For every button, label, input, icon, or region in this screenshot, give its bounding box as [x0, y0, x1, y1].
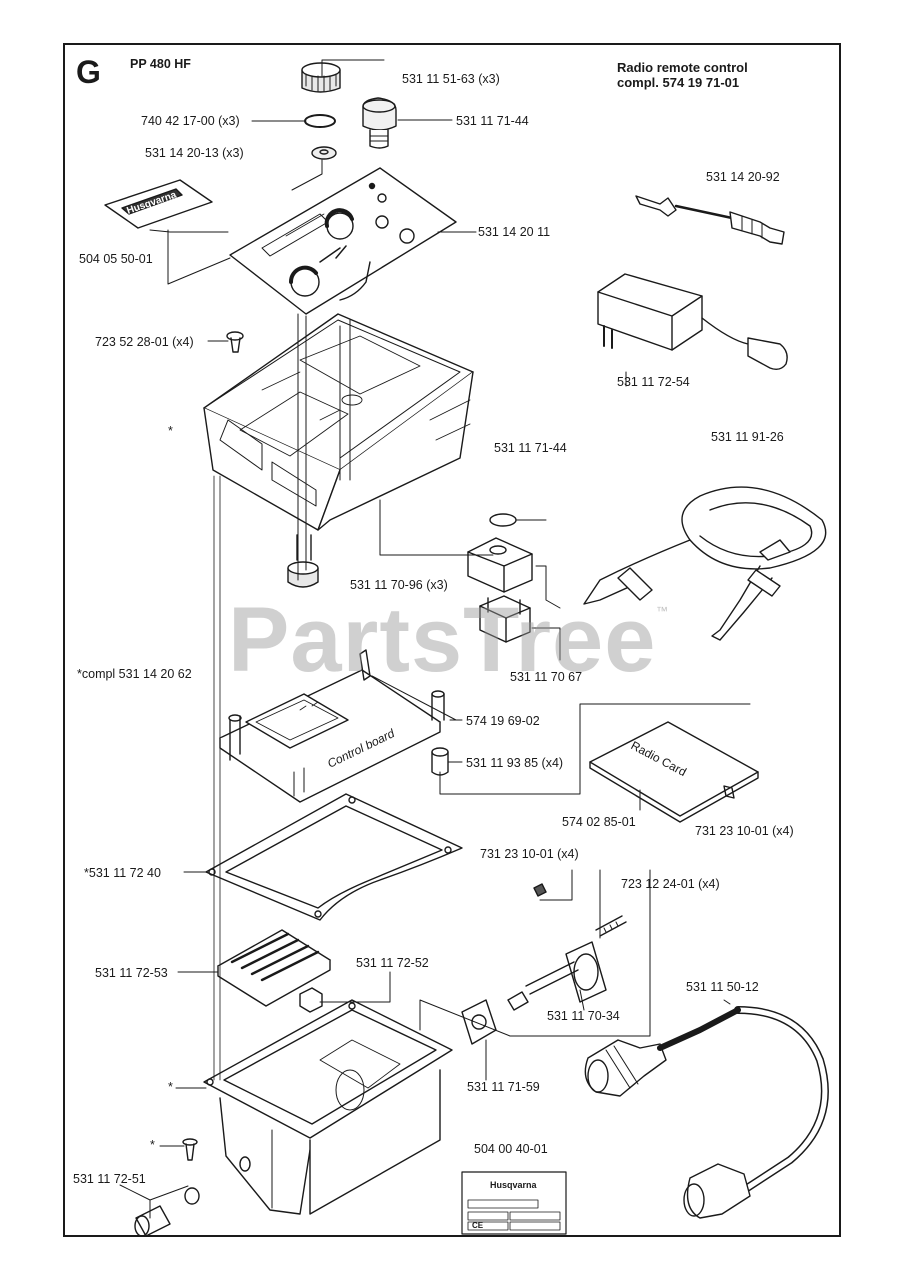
part-label: 531 11 72-52 — [356, 956, 429, 970]
screw-set-part — [533, 883, 627, 937]
asterisk-marker: * — [168, 1080, 173, 1094]
upper-housing-part — [203, 313, 474, 531]
connector-small-part — [299, 987, 323, 1013]
lower-housing-part — [203, 999, 453, 1215]
part-label: 731 23 10-01 (x4) — [695, 824, 794, 838]
part-label: 531 11 71-59 — [467, 1080, 540, 1094]
part-label: 531 11 50-12 — [686, 980, 759, 994]
strap-part — [583, 486, 827, 641]
section-letter: G — [76, 54, 101, 90]
rating-plate-part — [461, 1171, 567, 1235]
keypad-part — [217, 929, 331, 1007]
leader-lines — [119, 59, 751, 1219]
part-label: 731 23 10-01 (x4) — [480, 847, 579, 861]
watermark: PartsTree — [228, 589, 657, 691]
bracket-part — [467, 537, 533, 593]
spacer-nut-part — [431, 747, 449, 776]
part-label: 574 19 69-02 — [466, 714, 540, 728]
cable-part — [584, 1006, 829, 1219]
plate-logo-text: Husqvarna — [490, 1180, 538, 1190]
washer-part — [489, 513, 517, 527]
model-name: PP 480 HF — [130, 57, 191, 71]
o-ring-part — [304, 114, 336, 128]
kit-title-line2: compl. 574 19 71-01 — [617, 75, 740, 90]
control-board-part — [219, 669, 441, 803]
knob-part — [301, 62, 341, 93]
ce-mark-text: CE — [472, 1221, 484, 1230]
antenna-cable-part — [635, 195, 785, 245]
nut-part — [311, 146, 337, 160]
watermark-tm: ™ — [656, 604, 668, 618]
part-label: 531 11 93 85 (x4) — [466, 756, 564, 770]
small-screw-part — [723, 785, 735, 799]
decal-part — [104, 179, 213, 229]
part-label: 531 11 72-53 — [95, 966, 168, 980]
part-label: 531 11 71-44 — [456, 114, 529, 128]
part-label: 531 14 20-13 (x3) — [145, 146, 244, 160]
part-label: 531 11 71-44 — [494, 441, 567, 455]
spacer-part — [287, 534, 319, 588]
bottom-plug-part — [134, 1187, 200, 1237]
part-label: 531 11 91-26 — [711, 430, 784, 444]
clip-part — [479, 595, 531, 643]
part-label: 531 11 72-54 — [617, 375, 690, 389]
socket-part — [507, 941, 607, 1011]
part-label: 531 14 20 11 — [478, 225, 551, 239]
kit-title-line1: Radio remote control — [617, 60, 748, 75]
part-label: 504 00 40-01 — [474, 1142, 548, 1156]
part-label: 723 12 24-01 (x4) — [621, 877, 720, 891]
part-label: 531 14 20-92 — [706, 170, 780, 184]
charger-part — [597, 273, 788, 371]
part-label: 531 11 51-63 (x3) — [402, 72, 500, 86]
screw-part — [226, 331, 244, 353]
part-label: 531 11 70-96 (x3) — [350, 578, 448, 592]
part-label: 574 02 85-01 — [562, 815, 636, 829]
part-label: 531 11 72-51 — [73, 1172, 146, 1186]
asterisk-marker: * — [150, 1138, 155, 1152]
page-frame — [63, 43, 841, 1237]
part-label: 531 11 70 67 — [510, 670, 583, 684]
panel-plate-part — [229, 167, 457, 315]
part-label: *compl 531 14 20 62 — [77, 667, 192, 681]
radio-card-part — [589, 721, 759, 823]
gasket-part — [205, 793, 463, 921]
kit-title: Radio remote control compl. 574 19 71-01 — [617, 60, 748, 90]
asterisk-marker: * — [168, 424, 173, 438]
cap-part — [362, 97, 397, 149]
part-label: 504 05 50-01 — [79, 252, 153, 266]
flange-plate-part — [461, 999, 497, 1045]
part-label: 740 42 17-00 (x3) — [141, 114, 240, 128]
part-label: *531 11 72 40 — [84, 866, 161, 880]
part-label: 723 52 28-01 (x4) — [95, 335, 194, 349]
part-label: 531 11 70-34 — [547, 1009, 620, 1023]
bottom-screw-part — [182, 1138, 198, 1161]
